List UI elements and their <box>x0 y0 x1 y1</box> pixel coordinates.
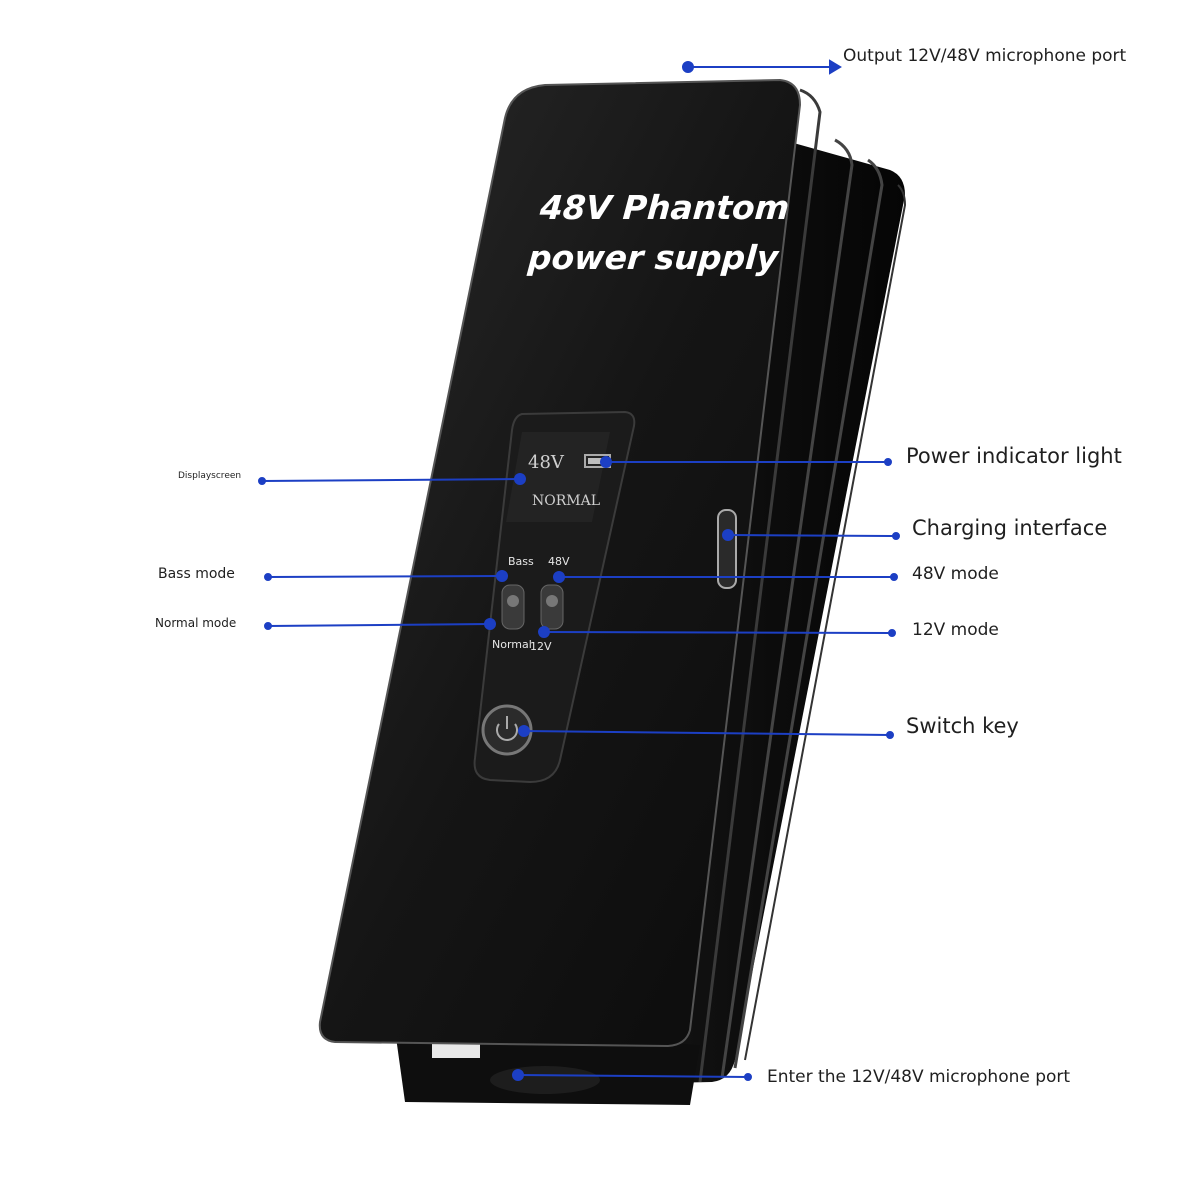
switch-label-12v: 12V <box>530 640 552 653</box>
switch-label-normal: Normal <box>492 638 532 651</box>
label-normal-mode: Normal mode <box>155 616 237 630</box>
label-bass-mode: Bass mode <box>158 566 235 582</box>
label-output-port: Output 12V/48V microphone port <box>843 46 1127 66</box>
label-input-port: Enter the 12V/48V microphone port <box>767 1067 1071 1087</box>
screen-mode: NORMAL <box>532 493 601 509</box>
switch-label-bass: Bass <box>508 555 534 568</box>
label-48v-mode: 48V mode <box>912 564 999 584</box>
label-power-indicator: Power indicator light <box>906 444 1122 468</box>
device-title-line1: 48V Phantom <box>538 188 791 227</box>
label-charging-interface: Charging interface <box>912 516 1108 540</box>
power-button <box>481 704 533 756</box>
label-12v-mode: 12V mode <box>912 620 999 640</box>
charging-port <box>717 509 737 589</box>
callout-lines <box>258 59 900 1081</box>
screen-voltage: 48V <box>528 452 564 473</box>
switch-label-48v: 48V <box>548 555 570 568</box>
label-display-screen: Displayscreen <box>178 471 242 481</box>
label-switch-key: Switch key <box>906 714 1019 738</box>
device-title-line2: power supply <box>526 238 780 277</box>
